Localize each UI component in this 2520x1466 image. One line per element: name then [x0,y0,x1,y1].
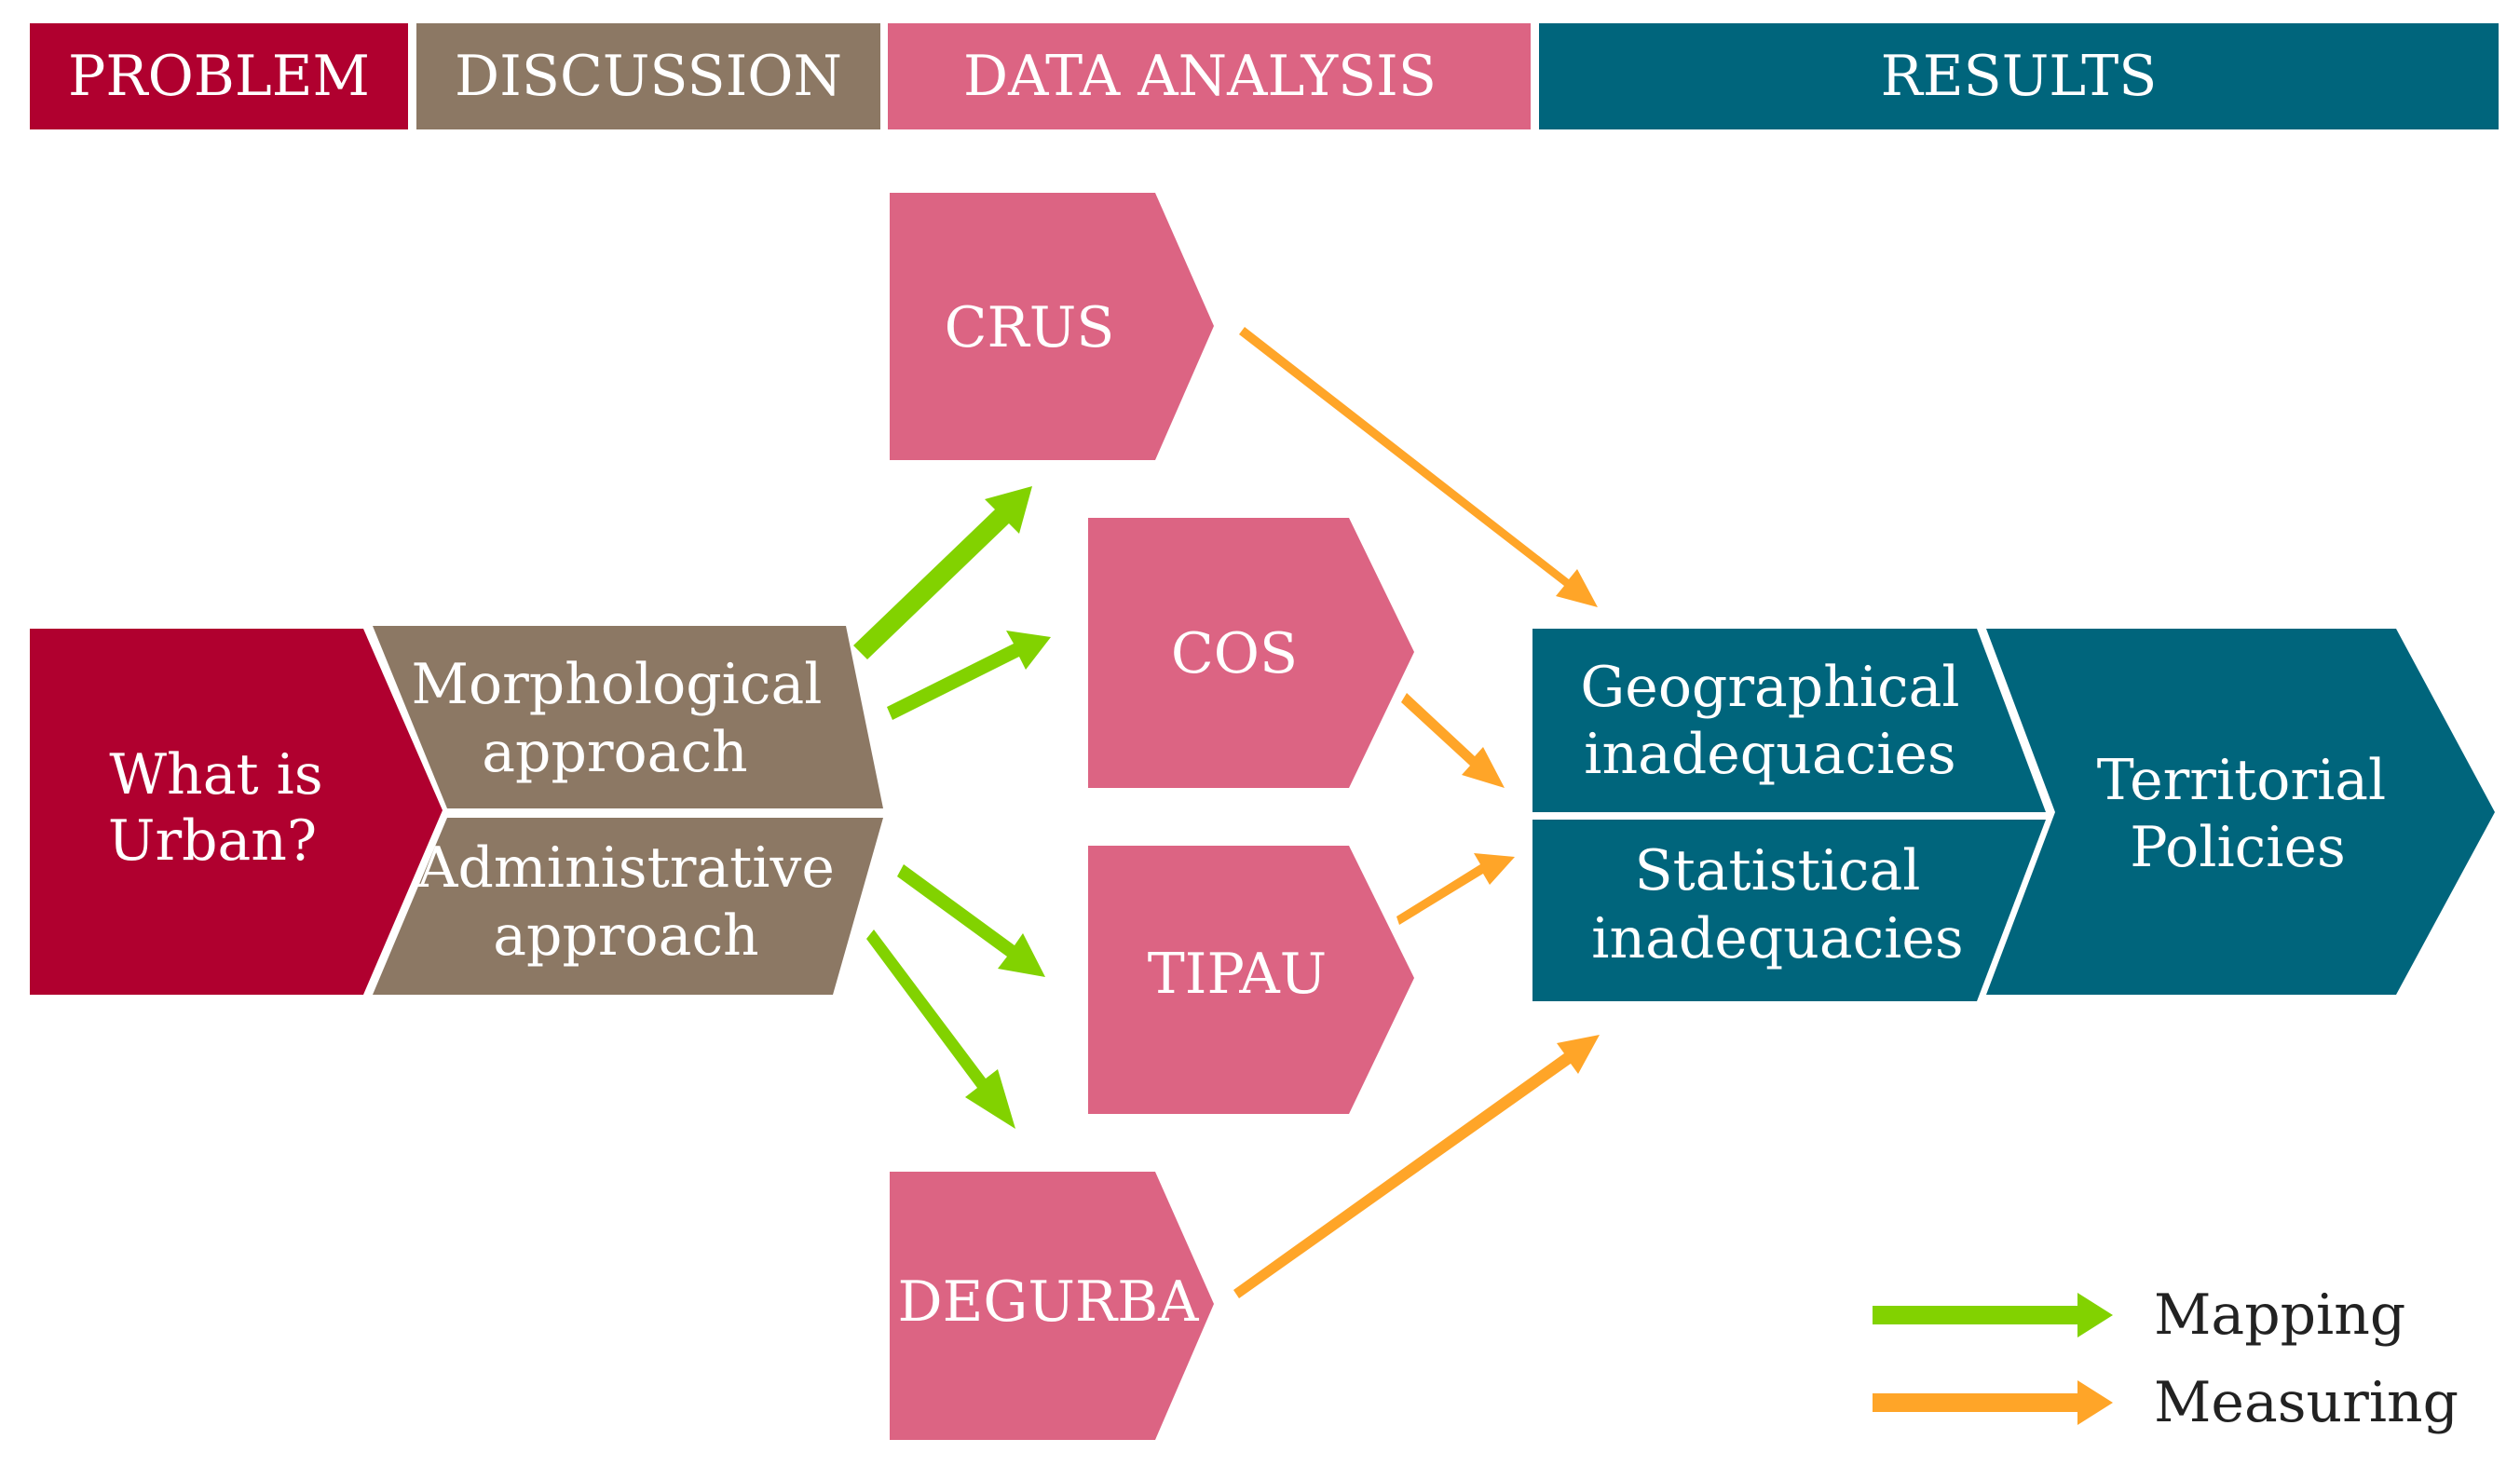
statistical-label-line1: Statistical [1635,838,1921,903]
administrative-label-line1: Administrative [416,835,835,901]
legend: Mapping Measuring [1873,1283,2459,1435]
tipau-box [1088,846,1414,1114]
header-problem-label: PROBLEM [68,44,370,109]
header-data-analysis-label: DATA ANALYSIS [963,44,1437,109]
morphological-label-line1: Morphological [412,652,823,717]
header-discussion-label: DISCUSSION [455,44,842,109]
geographical-label-line1: Geographical [1580,655,1959,720]
cos-label: COS [1171,621,1298,686]
mapping-arrow-to-tipau [897,864,1045,977]
statistical-label-line2: inadequacies [1591,906,1963,971]
data-analysis-block: CRUS COS TIPAU DEGURBA [890,193,1414,1440]
legend-measuring-label: Measuring [2154,1370,2459,1435]
mapping-arrow-to-degurba [866,930,1015,1129]
header-data-analysis-box [888,23,1531,129]
degurba-box [890,1172,1214,1440]
problem-label-line1: What is [109,742,322,808]
measuring-arrow-from-tipau [1396,853,1515,925]
legend-measuring-arrow-icon [1873,1380,2113,1425]
cos-box [1088,518,1414,788]
problem-label-line2: Urban? [108,808,317,874]
mapping-arrow-to-cos [887,631,1051,720]
geographical-inadequacies-box [1532,629,2046,812]
geographical-label-line2: inadequacies [1584,722,1955,787]
policies-label-line2: Policies [2130,815,2346,880]
mapping-arrows [853,486,1051,1129]
measuring-arrow-from-crus [1239,327,1598,607]
header-problem-box [30,23,408,129]
morphological-approach-chevron [373,626,883,808]
administrative-approach-chevron [373,818,883,995]
header-bar: PROBLEM DISCUSSION DATA ANALYSIS RESULTS [30,23,2499,129]
measuring-arrow-from-degurba [1233,1035,1600,1298]
policies-label-line1: Territorial [2097,748,2387,813]
tipau-label: TIPAU [1148,942,1327,1007]
discussion-block: Morphological approach Administrative ap… [373,626,883,995]
morphological-label-line2: approach [482,720,747,785]
problem-chevron [30,629,443,995]
measuring-arrow-from-cos [1401,693,1505,788]
crus-label: CRUS [945,295,1115,360]
header-discussion-box [416,23,880,129]
legend-mapping-label: Mapping [2154,1283,2405,1348]
header-results-box [1539,23,2499,129]
measuring-arrows [1233,327,1600,1298]
statistical-inadequacies-box [1532,820,2046,1001]
administrative-label-line2: approach [493,903,758,969]
header-results-label: RESULTS [1881,44,2158,109]
crus-box [890,193,1214,460]
problem-block: What is Urban? [30,629,443,995]
legend-mapping-arrow-icon [1873,1293,2113,1337]
territorial-policies-chevron [1986,629,2495,995]
results-block: Geographical inadequacies Statistical in… [1532,629,2495,1001]
mapping-arrow-to-crus [853,486,1032,659]
degurba-label: DEGURBA [898,1269,1200,1335]
